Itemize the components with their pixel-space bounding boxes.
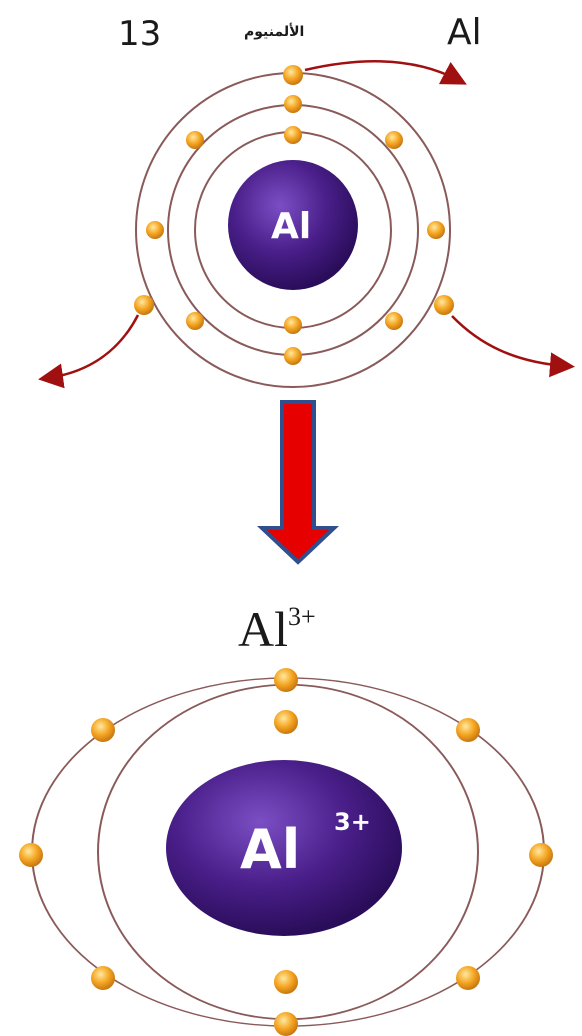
- electron: [456, 718, 480, 742]
- electron: [186, 312, 204, 330]
- electron: [274, 970, 298, 994]
- ion-symbol: Al: [238, 601, 288, 657]
- transition-arrow: [262, 402, 334, 562]
- aluminium-ion: Al 3+: [19, 668, 553, 1036]
- electron: [284, 126, 302, 144]
- electron-loss-arrow: [48, 315, 138, 378]
- electron: [19, 843, 43, 867]
- electron: [284, 316, 302, 334]
- electron: [91, 966, 115, 990]
- nucleus-label: Al: [271, 206, 311, 247]
- electron: [427, 221, 445, 239]
- valence-electron: [283, 65, 303, 85]
- electron: [385, 131, 403, 149]
- electron: [284, 347, 302, 365]
- ion-nucleus-charge: 3+: [334, 808, 371, 836]
- electron: [284, 95, 302, 113]
- ion-charge: 3+: [288, 602, 316, 631]
- electron: [274, 710, 298, 734]
- electron: [274, 668, 298, 692]
- neutral-atom: Al: [48, 61, 565, 387]
- valence-electron: [434, 295, 454, 315]
- electron: [456, 966, 480, 990]
- electron: [274, 1012, 298, 1036]
- ion-label: Al3+: [238, 600, 316, 658]
- valence-electron: [134, 295, 154, 315]
- electron: [385, 312, 403, 330]
- electron-loss-arrow: [452, 316, 565, 366]
- electron: [529, 843, 553, 867]
- electron: [146, 221, 164, 239]
- electron: [91, 718, 115, 742]
- electron: [186, 131, 204, 149]
- ion-nucleus-label: Al: [240, 818, 300, 881]
